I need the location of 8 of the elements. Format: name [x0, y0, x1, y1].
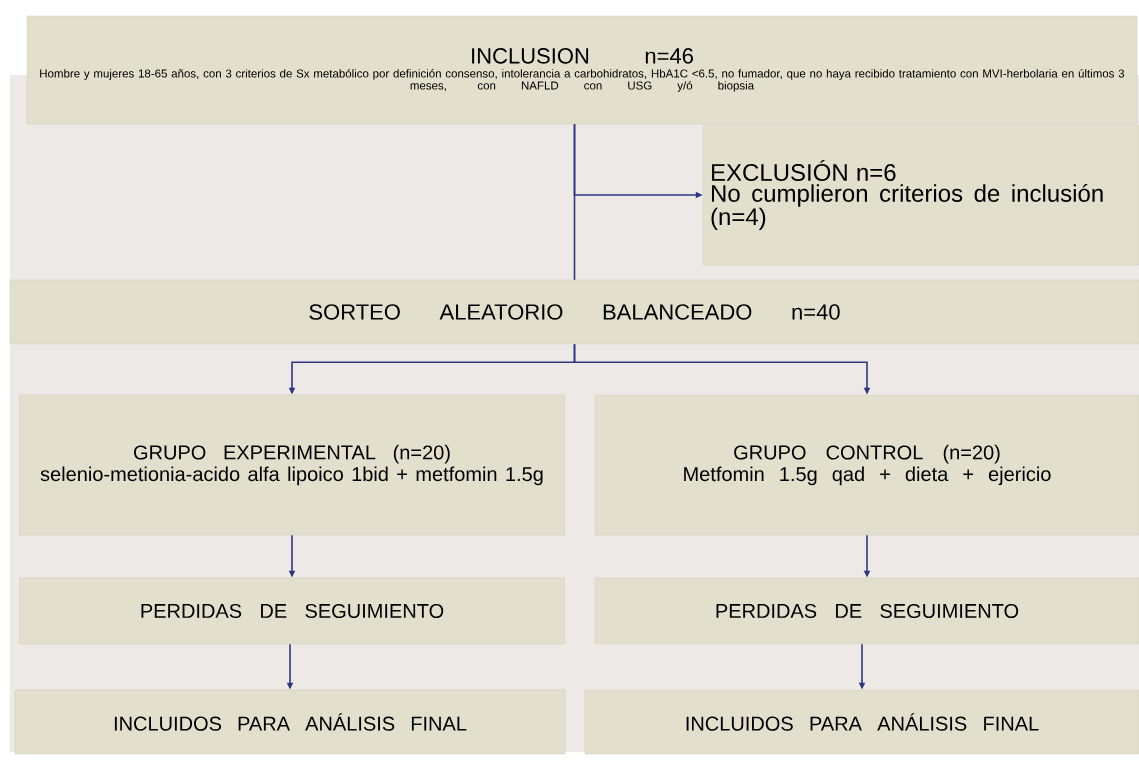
process-box: SORTEO ALEATORIO BALANCEADO n=40 [9, 279, 1139, 345]
process-box: GRUPO EXPERIMENTAL (n=20) selenio-metionia-acido alfa lipoico 1bid + metfomin 1.5g [19, 394, 565, 536]
process-box: GRUPO CONTROL (n=20) Metfomin 1.5g qad + dieta + ejericio [594, 394, 1139, 536]
process-box: PERDIDAS DE SEGUIMIENTO [19, 577, 565, 645]
process-box: INCLUIDOS PARA ANÁLISIS FINAL [14, 689, 566, 755]
process-box: INCLUIDOS PARA ANÁLISIS FINAL [584, 689, 1139, 755]
exclusion-box: EXCLUSIÓN n=6 No cumplieron criterios de inclusión (n=4) [702, 124, 1139, 266]
process-box: PERDIDAS DE SEGUIMIENTO [594, 577, 1139, 645]
